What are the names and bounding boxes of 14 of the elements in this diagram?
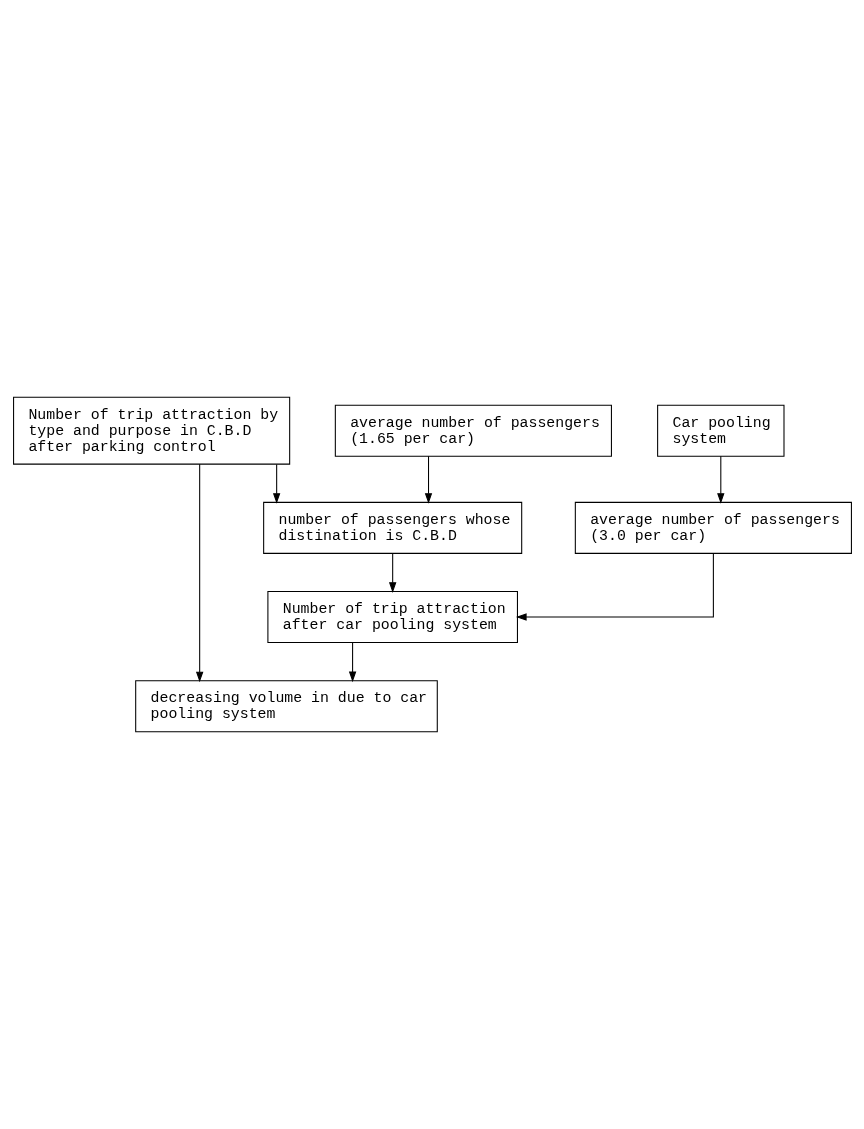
node-box: number of passengers whose distination is C.B.D [262, 501, 522, 554]
node-box: Car pooling system [656, 404, 785, 457]
arrow [424, 455, 432, 504]
node-box: Number of trip attraction after car pooling system [266, 591, 518, 644]
arrow [272, 463, 280, 504]
arrow [195, 463, 203, 683]
arrow [348, 642, 356, 683]
node-box: average number of passengers (1.65 per car) [334, 404, 612, 457]
arrow [515, 553, 714, 621]
node-box: decreasing volume in due to car pooling system [134, 680, 438, 733]
arrow [716, 455, 725, 504]
node-box: Number of trip attraction by type and purpose in C.B.D after parking control [12, 396, 290, 465]
arrow [388, 553, 396, 593]
node-box: average number of passengers (3.0 per car) [574, 501, 852, 554]
